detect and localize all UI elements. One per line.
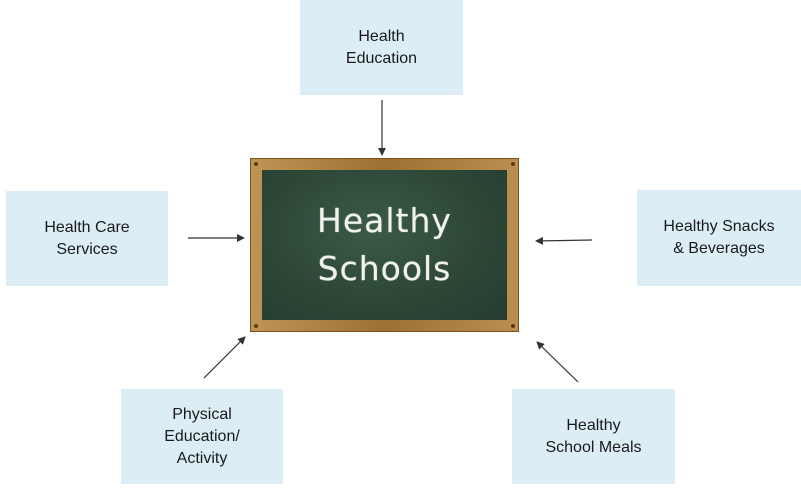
nail-bottom-right bbox=[511, 324, 515, 328]
arrow-from-bottom-left bbox=[203, 336, 246, 379]
arrow-from-right bbox=[535, 236, 593, 245]
chalkboard-title-line-2: Schools bbox=[317, 249, 452, 288]
node-physical-education-activity: Physical Education/ Activity bbox=[121, 389, 283, 484]
node-healthy-snacks-beverages: Healthy Snacks & Beverages bbox=[637, 190, 801, 286]
node-label: Healthy School Meals bbox=[545, 416, 642, 456]
node-label: Healthy Snacks & Beverages bbox=[663, 218, 775, 257]
nail-top-right bbox=[511, 162, 515, 166]
nail-bottom-left bbox=[254, 324, 258, 328]
node-healthy-school-meals: Healthy School Meals bbox=[512, 389, 675, 484]
node-health-care-services: Health Care Services bbox=[6, 191, 168, 286]
node-health-education: Health Education bbox=[300, 0, 463, 95]
arrow-from-bottom-right bbox=[536, 341, 579, 383]
chalkboard-surface: Healthy Schools bbox=[262, 170, 507, 320]
nail-top-left bbox=[254, 162, 258, 166]
node-label: Physical Education/ Activity bbox=[164, 405, 240, 467]
node-label: Health Care Services bbox=[44, 218, 130, 258]
chalkboard-title-line-1: Healthy bbox=[317, 201, 452, 240]
node-label: Health Education bbox=[345, 27, 418, 67]
chalkboard: Healthy Schools bbox=[251, 159, 518, 331]
